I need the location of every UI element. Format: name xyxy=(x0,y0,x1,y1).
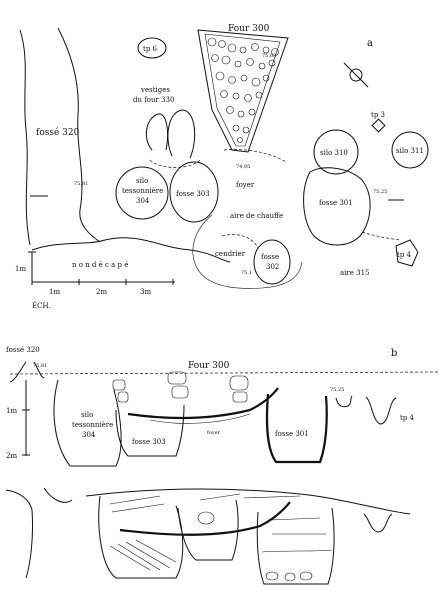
foyer-limit xyxy=(223,149,287,163)
plan-silo-311-label: silo 311 xyxy=(396,147,424,155)
fosse-301-outline xyxy=(303,167,371,246)
plan-tp3-label: tp 3 xyxy=(371,111,385,119)
plan-silo-304-label-line1: silo xyxy=(136,177,148,185)
section-reference-line xyxy=(9,371,439,375)
section-silo-304-label-line1: silo xyxy=(81,411,93,419)
plan-silo-304-label-line3: 304 xyxy=(136,197,150,205)
plan-alt-7563: 75,63 xyxy=(262,53,276,59)
plan-scale-bar xyxy=(28,251,175,285)
strat-surface-line xyxy=(85,488,411,515)
section-panel: b fossé 320 Four 300 75,81 75,25 1m 2m s… xyxy=(5,346,439,585)
fosse-320-edge-left xyxy=(19,29,31,246)
non-decape-boundary xyxy=(31,237,231,263)
strat-fosse-301-fill xyxy=(261,549,333,553)
section-fosse-303-label: fosse 303 xyxy=(132,438,166,446)
section-foyer-layer xyxy=(127,387,279,420)
plan-fosse-302-label-line1: fosse xyxy=(261,253,279,261)
section-four-300-label: Four 300 xyxy=(188,361,230,371)
plan-scale-ech: ÉCH. xyxy=(32,301,51,310)
tp-6-outline xyxy=(137,37,167,59)
tp-4-outline xyxy=(395,239,419,267)
plan-aire-315-label: aire 315 xyxy=(340,269,370,277)
aire-de-chauffe-outline xyxy=(192,214,303,289)
strat-foyer-layer xyxy=(119,501,291,536)
strat-stones xyxy=(197,511,313,582)
strat-silo-304-profile xyxy=(98,495,184,579)
silo-310-outline xyxy=(313,129,359,175)
silo-304-outline xyxy=(115,166,169,220)
section-foyer-layer-base xyxy=(149,413,251,424)
four-300-stones xyxy=(207,37,279,143)
plan-scale-1m-vertical: 1m xyxy=(15,265,26,273)
section-depth-1m: 1m xyxy=(6,407,17,415)
plan-fosse-301-label: fosse 301 xyxy=(319,199,353,207)
plan-fosse-302-label-line2: 302 xyxy=(266,263,279,271)
plan-silo-304-label-line2: tessonnière xyxy=(122,187,163,195)
fosse-320-edge-right xyxy=(57,27,101,243)
plan-aire-de-chauffe-label: aire de chauffe xyxy=(230,212,283,220)
section-fosse-301-profile xyxy=(265,393,328,464)
section-fosse-320-profile xyxy=(9,361,45,383)
plan-alt-7581: 75,81 xyxy=(74,181,88,187)
plan-tp6-label: tp 6 xyxy=(143,45,158,53)
section-silo-304-label-line2: tessonnière xyxy=(72,421,113,429)
section-depth-2m: 2m xyxy=(6,452,17,460)
plan-fosse-303-label: fosse 303 xyxy=(176,190,210,198)
section-panel-letter: b xyxy=(391,348,397,359)
section-stones xyxy=(112,371,249,403)
plan-alt-7495: 74,95 xyxy=(236,164,250,170)
fosse-302-outline xyxy=(253,239,291,285)
plan-vestiges-label-line2: du four 330 xyxy=(133,96,174,104)
section-silo-304-profile xyxy=(53,379,122,467)
plan-non-decape-label: n o n d é c a p é xyxy=(72,261,128,269)
section-fosse-301-label: fosse 301 xyxy=(275,430,309,438)
section-alt-7525: 75,25 xyxy=(330,387,344,393)
vestiges-four-330-lobe2 xyxy=(167,109,196,159)
vestiges-four-330-limit xyxy=(149,159,201,168)
plan-fosse-320-label: fossé 320 xyxy=(36,127,80,138)
strat-hatching xyxy=(109,493,326,571)
strat-fosse-303-profile xyxy=(177,499,239,561)
strat-tp4-profile xyxy=(363,513,393,533)
section-alt-7581: 75,81 xyxy=(33,363,47,369)
section-tp4-label: tp 4 xyxy=(400,414,415,422)
section-fosse-320-label: fossé 320 xyxy=(6,346,40,354)
plan-vestiges-label-line1: vestiges xyxy=(140,86,170,94)
plan-section-line-right xyxy=(361,231,401,241)
section-foyer-label: foyer xyxy=(207,430,221,436)
four-300-outline xyxy=(197,29,289,153)
plan-scale-3m: 3m xyxy=(140,288,151,296)
section-fosse-303-profile xyxy=(115,404,185,457)
section-small-pit xyxy=(335,395,353,408)
cendrier-limit xyxy=(221,234,259,249)
section-tp4-profile xyxy=(365,396,397,425)
plan-alt-751: 75,1 xyxy=(241,270,252,276)
vestiges-four-330-lobe1 xyxy=(145,113,169,151)
plan-four-300-label: Four 300 xyxy=(228,24,270,34)
silo-311-outline xyxy=(391,131,429,169)
plan-panel-letter: a xyxy=(367,38,373,49)
plan-silo-310-label: silo 310 xyxy=(320,149,348,157)
strat-fosse-320-profile xyxy=(5,487,73,579)
plan-cendrier-label: cendrier xyxy=(215,250,246,258)
plan-scale-2m: 2m xyxy=(96,288,107,296)
tp-3-outline xyxy=(371,118,386,133)
plan-tp4-label: tp 4 xyxy=(397,251,412,259)
section-depth-scale xyxy=(22,380,30,456)
stratigraphy-section xyxy=(5,487,411,585)
section-silo-304-label-line3: 304 xyxy=(82,431,96,439)
plan-panel: a fossé 320 75,81 n o n d é c a p é tp 6… xyxy=(15,24,429,310)
north-arrow-icon xyxy=(343,62,369,88)
fosse-303-outline xyxy=(169,161,219,223)
plan-alt-7525: 75,25 xyxy=(373,189,387,195)
plan-scale-1m: 1m xyxy=(49,288,60,296)
four-300-inner-wall xyxy=(204,33,281,147)
strat-fosse-301-profile xyxy=(256,507,335,585)
plan-foyer-label: foyer xyxy=(236,181,255,189)
